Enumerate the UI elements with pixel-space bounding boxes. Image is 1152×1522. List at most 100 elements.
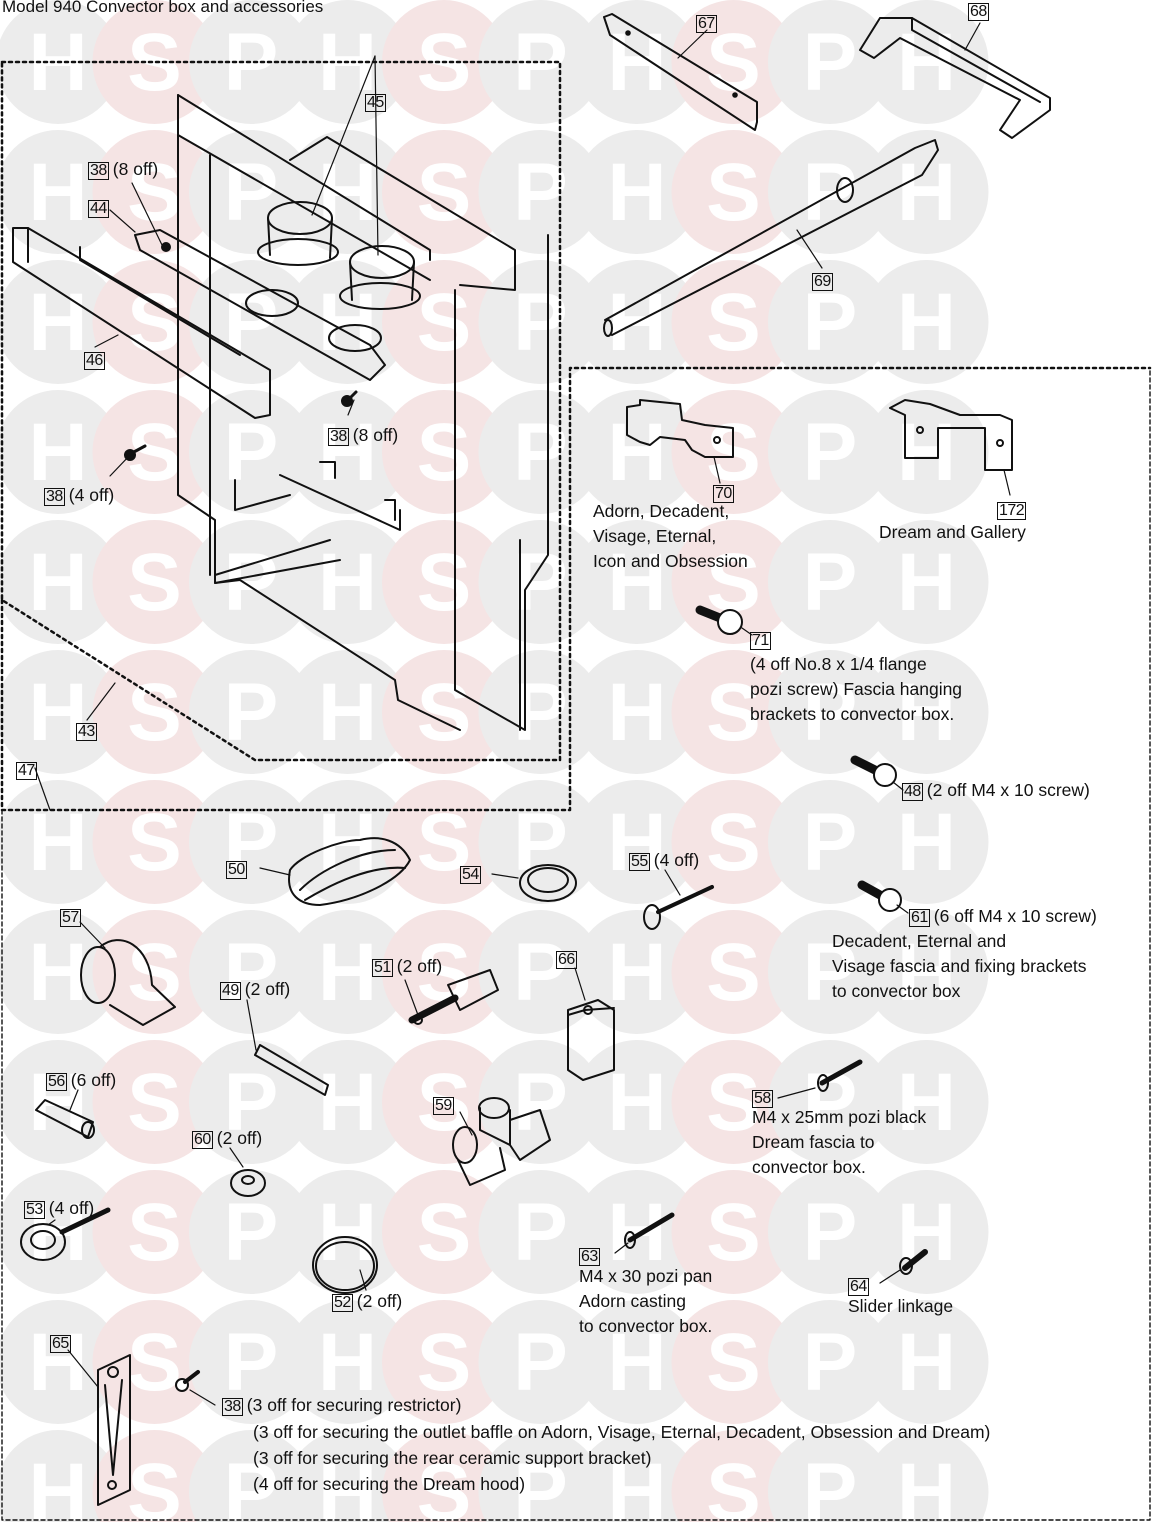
part-label-38-a[interactable]: 38(8 off) — [88, 159, 159, 180]
screw-icon — [695, 605, 753, 636]
svg-text:S: S — [706, 1447, 761, 1522]
part-label-65[interactable]: 65 — [50, 1335, 71, 1353]
svg-text:P: P — [224, 1317, 279, 1408]
svg-text:H: H — [607, 1317, 666, 1408]
svg-text:H: H — [28, 1447, 87, 1522]
part-label-66[interactable]: 66 — [556, 951, 577, 969]
svg-text:H: H — [28, 147, 87, 238]
svg-text:P: P — [224, 927, 279, 1018]
part-label-58[interactable]: 58 — [752, 1090, 773, 1108]
watermark-p-icon: P — [189, 520, 313, 644]
svg-text:S: S — [417, 147, 472, 238]
svg-text:P: P — [513, 1057, 568, 1148]
svg-text:H: H — [897, 927, 956, 1018]
part-label-64[interactable]: 64 — [848, 1278, 869, 1296]
svg-text:S: S — [706, 1057, 761, 1148]
part-56-drawing — [35, 1089, 95, 1139]
watermark-h-icon: H — [575, 130, 699, 254]
watermark-p-icon: P — [768, 910, 892, 1034]
watermark-h-icon: H — [285, 390, 410, 514]
part-label-44[interactable]: 44 — [88, 200, 109, 218]
part-label-38-b[interactable]: 38(8 off) — [328, 425, 399, 446]
part-label-43[interactable]: 43 — [76, 723, 97, 741]
svg-text:H: H — [607, 407, 666, 498]
watermark-s-icon: S — [671, 1430, 796, 1522]
watermark-s-icon: S — [92, 1300, 217, 1424]
part-label-54[interactable]: 54 — [460, 866, 481, 884]
watermark-s-icon: S — [382, 780, 506, 904]
watermark-s-icon: S — [92, 1170, 217, 1294]
part-63-description: M4 x 30 pozi pan Adorn casting to convec… — [579, 1266, 713, 1336]
part-51-drawing — [404, 969, 499, 1025]
part-label-57[interactable]: 57 — [60, 909, 81, 927]
svg-text:H: H — [897, 407, 956, 498]
svg-text:H: H — [897, 147, 956, 238]
part-label-46[interactable]: 46 — [84, 352, 105, 370]
watermark-h-icon: H — [285, 650, 410, 774]
svg-text:H: H — [318, 927, 377, 1018]
part-label-68[interactable]: 68 — [968, 3, 989, 21]
part-label-63[interactable]: 63 — [579, 1248, 600, 1266]
part-label-67[interactable]: 67 — [696, 15, 717, 33]
svg-text:S: S — [706, 147, 761, 238]
part-label-55[interactable]: 55(4 off) — [629, 850, 700, 871]
part-53-drawing — [20, 1207, 111, 1261]
svg-text:H: H — [318, 1447, 377, 1522]
watermark-h-icon: H — [864, 1300, 989, 1424]
part-label-52[interactable]: 52(2 off) — [332, 1291, 403, 1312]
diagram-title: Model 940 Convector box and accessories — [2, 0, 324, 16]
part-label-45[interactable]: 45 — [365, 94, 386, 112]
svg-text:H: H — [28, 667, 87, 758]
watermark-h-icon: H — [575, 390, 699, 514]
part-label-70[interactable]: 70 — [713, 485, 734, 503]
part-label-172[interactable]: 172 — [997, 502, 1027, 520]
watermark-p-icon: P — [768, 1170, 892, 1294]
group-boundary-accessories — [1, 367, 1151, 1521]
svg-text:P: P — [513, 537, 568, 628]
part-label-47[interactable]: 47 — [16, 762, 37, 780]
part-label-48[interactable]: 48(2 off M4 x 10 screw) — [902, 780, 1090, 801]
part-label-61[interactable]: 61(6 off M4 x 10 screw) — [909, 906, 1097, 927]
svg-text:S: S — [706, 667, 761, 758]
svg-text:P: P — [803, 277, 858, 368]
svg-text:P: P — [513, 797, 568, 888]
svg-text:S: S — [127, 1057, 182, 1148]
watermark-s-icon: S — [382, 1300, 506, 1424]
part-label-71[interactable]: 71 — [750, 632, 771, 650]
part-label-53[interactable]: 53(4 off) — [24, 1198, 95, 1219]
svg-text:H: H — [318, 537, 377, 628]
part-50-drawing — [259, 837, 411, 906]
watermark-s-icon: S — [92, 390, 217, 514]
watermark-h-icon: H — [285, 910, 410, 1034]
part-label-60[interactable]: 60(2 off) — [192, 1128, 263, 1149]
watermark-p-icon: P — [768, 1300, 892, 1424]
part-label-59[interactable]: 59 — [433, 1097, 454, 1115]
watermark-s-icon: S — [671, 910, 796, 1034]
watermark-h-icon: H — [0, 390, 120, 514]
watermark-h-icon: H — [575, 520, 699, 644]
svg-text:P: P — [224, 407, 279, 498]
svg-text:H: H — [318, 667, 377, 758]
watermark-p-icon: P — [189, 1300, 313, 1424]
svg-text:P: P — [803, 1057, 858, 1148]
screw-icon — [614, 1212, 675, 1254]
svg-text:S: S — [417, 1057, 472, 1148]
part-label-56[interactable]: 56(6 off) — [46, 1070, 117, 1091]
watermark-h-icon: H — [864, 1430, 989, 1522]
watermark-h-icon: H — [864, 0, 989, 124]
watermark-h-icon: H — [864, 650, 989, 774]
svg-text:H: H — [607, 1187, 666, 1278]
part-label-50[interactable]: 50 — [226, 861, 247, 879]
part-label-69[interactable]: 69 — [812, 273, 833, 291]
watermark-p-icon: P — [768, 1430, 892, 1522]
part-70-description: Adorn, Decadent, Visage, Eternal, Icon a… — [593, 501, 748, 571]
part-label-49[interactable]: 49(2 off) — [220, 979, 291, 1000]
part-label-51[interactable]: 51(2 off) — [372, 956, 443, 977]
svg-text:P: P — [224, 537, 279, 628]
watermark-p-icon: P — [478, 520, 603, 644]
part-label-38-c[interactable]: 38(4 off) — [44, 485, 115, 506]
watermark-s-icon: S — [382, 520, 506, 644]
part-label-38-d[interactable]: 38(3 off for securing restrictor) — [222, 1395, 462, 1416]
part-67-drawing — [603, 13, 758, 131]
watermark-p-icon: P — [768, 780, 892, 904]
